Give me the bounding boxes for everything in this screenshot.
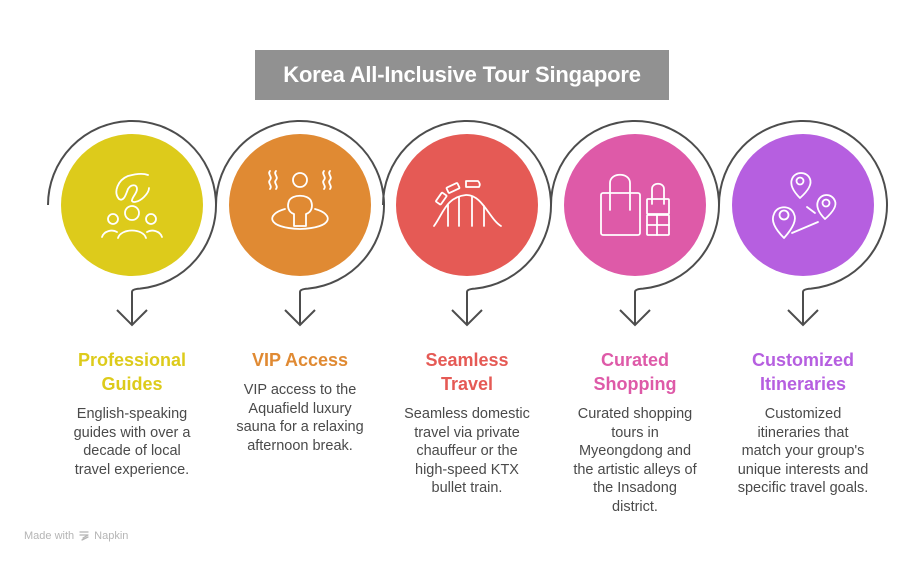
step-2-description: VIP access to the Aquafield luxury sauna… bbox=[216, 381, 384, 455]
desc-line: bullet train. bbox=[431, 480, 503, 496]
desc-line: sauna for a relaxing bbox=[236, 419, 364, 435]
desc-line: unique interests and bbox=[737, 461, 869, 478]
arrow-down-icon bbox=[116, 309, 148, 327]
step-1-text: Professional Guides English-speaking gui… bbox=[48, 348, 216, 479]
step-5-node bbox=[718, 120, 888, 327]
step-3-node bbox=[382, 120, 552, 327]
desc-line: high-speed KTX bbox=[415, 461, 519, 478]
step-3-ring bbox=[382, 120, 552, 325]
step-4-text: Curated Shopping Curated shopping tours … bbox=[551, 348, 719, 516]
step-1-ring bbox=[47, 120, 217, 325]
step-2-text: VIP Access VIP access to the Aquafield l… bbox=[216, 348, 384, 455]
desc-line: VIP access to the bbox=[243, 382, 357, 398]
desc-line: Seamless domestic bbox=[404, 406, 530, 422]
desc-line: English-speaking bbox=[76, 406, 188, 422]
roller-coaster-icon bbox=[433, 180, 502, 227]
step-4-ring bbox=[550, 120, 720, 325]
desc-line: match your group's bbox=[741, 443, 865, 459]
title-banner: Korea All-Inclusive Tour Singapore bbox=[255, 50, 669, 100]
napkin-brand-label: Napkin bbox=[94, 530, 129, 542]
step-1-description: English-speaking guides with over a deca… bbox=[48, 405, 216, 479]
guide-group-icon bbox=[101, 173, 163, 239]
step-5-title: Customized Itineraries bbox=[719, 348, 887, 396]
page-title: Korea All-Inclusive Tour Singapore bbox=[283, 62, 641, 87]
desc-line: itineraries that bbox=[757, 424, 849, 441]
step-1-title: Professional Guides bbox=[48, 348, 216, 396]
step-3-title-line: Travel bbox=[440, 374, 494, 394]
desc-line: guides with over a bbox=[73, 424, 191, 441]
step-3-text: Seamless Travel Seamless domestic travel… bbox=[383, 348, 551, 498]
step-4-description: Curated shopping tours in Myeongdong and… bbox=[551, 405, 719, 516]
step-3-circle bbox=[396, 134, 538, 276]
desc-line: afternoon break. bbox=[247, 437, 353, 454]
step-1-node bbox=[47, 120, 217, 327]
napkin-logo-icon bbox=[79, 531, 89, 541]
step-5-title-line: Itineraries bbox=[759, 374, 847, 394]
sauna-icon bbox=[268, 170, 332, 230]
step-5-title-line: Customized bbox=[751, 350, 854, 370]
desc-line: the Insadong bbox=[593, 480, 677, 496]
shopping-bags-icon bbox=[600, 173, 670, 236]
made-with-label: Made with bbox=[24, 530, 75, 542]
step-3-description: Seamless domestic travel via private cha… bbox=[383, 405, 551, 498]
desc-line: decade of local bbox=[83, 443, 181, 459]
step-2-circle bbox=[229, 134, 371, 276]
step-1-title-line: Guides bbox=[101, 374, 163, 394]
step-1-circle bbox=[61, 134, 203, 276]
step-5-description: Customized itineraries that match your g… bbox=[719, 405, 887, 498]
step-5-text: Customized Itineraries Customized itiner… bbox=[719, 348, 887, 498]
step-4-title: Curated Shopping bbox=[551, 348, 719, 396]
step-3-title-line: Seamless bbox=[425, 350, 509, 370]
desc-line: the artistic alleys of bbox=[573, 461, 697, 478]
arrow-down-icon bbox=[284, 309, 316, 327]
step-4-node bbox=[550, 120, 720, 327]
napkin-attribution[interactable]: Made with Napkin bbox=[24, 530, 128, 542]
step-2-ring bbox=[215, 120, 385, 325]
desc-line: Myeongdong and bbox=[578, 443, 692, 459]
desc-line: Customized bbox=[764, 406, 842, 422]
step-4-circle bbox=[564, 134, 706, 276]
desc-line: tours in bbox=[611, 424, 659, 441]
step-4-title-line: Curated bbox=[600, 350, 669, 370]
arrow-down-icon bbox=[787, 309, 819, 327]
step-5-circle bbox=[732, 134, 874, 276]
step-1-title-line: Professional bbox=[77, 350, 187, 370]
desc-line: chauffeur or the bbox=[416, 443, 518, 459]
arrow-down-icon bbox=[619, 309, 651, 327]
step-3-title: Seamless Travel bbox=[383, 348, 551, 396]
desc-line: Curated shopping bbox=[577, 406, 693, 422]
desc-line: travel experience. bbox=[74, 461, 190, 478]
desc-line: Aquafield luxury bbox=[248, 400, 352, 417]
desc-line: specific travel goals. bbox=[737, 480, 869, 496]
step-4-title-line: Shopping bbox=[593, 374, 677, 394]
step-2-node bbox=[215, 120, 385, 327]
step-2-title-line: VIP Access bbox=[251, 350, 349, 370]
step-5-ring bbox=[718, 120, 888, 325]
map-pins-route-icon bbox=[771, 172, 837, 239]
step-2-title: VIP Access bbox=[216, 348, 384, 372]
desc-line: travel via private bbox=[414, 424, 520, 441]
arrow-down-icon bbox=[451, 309, 483, 327]
desc-line: district. bbox=[612, 498, 658, 515]
